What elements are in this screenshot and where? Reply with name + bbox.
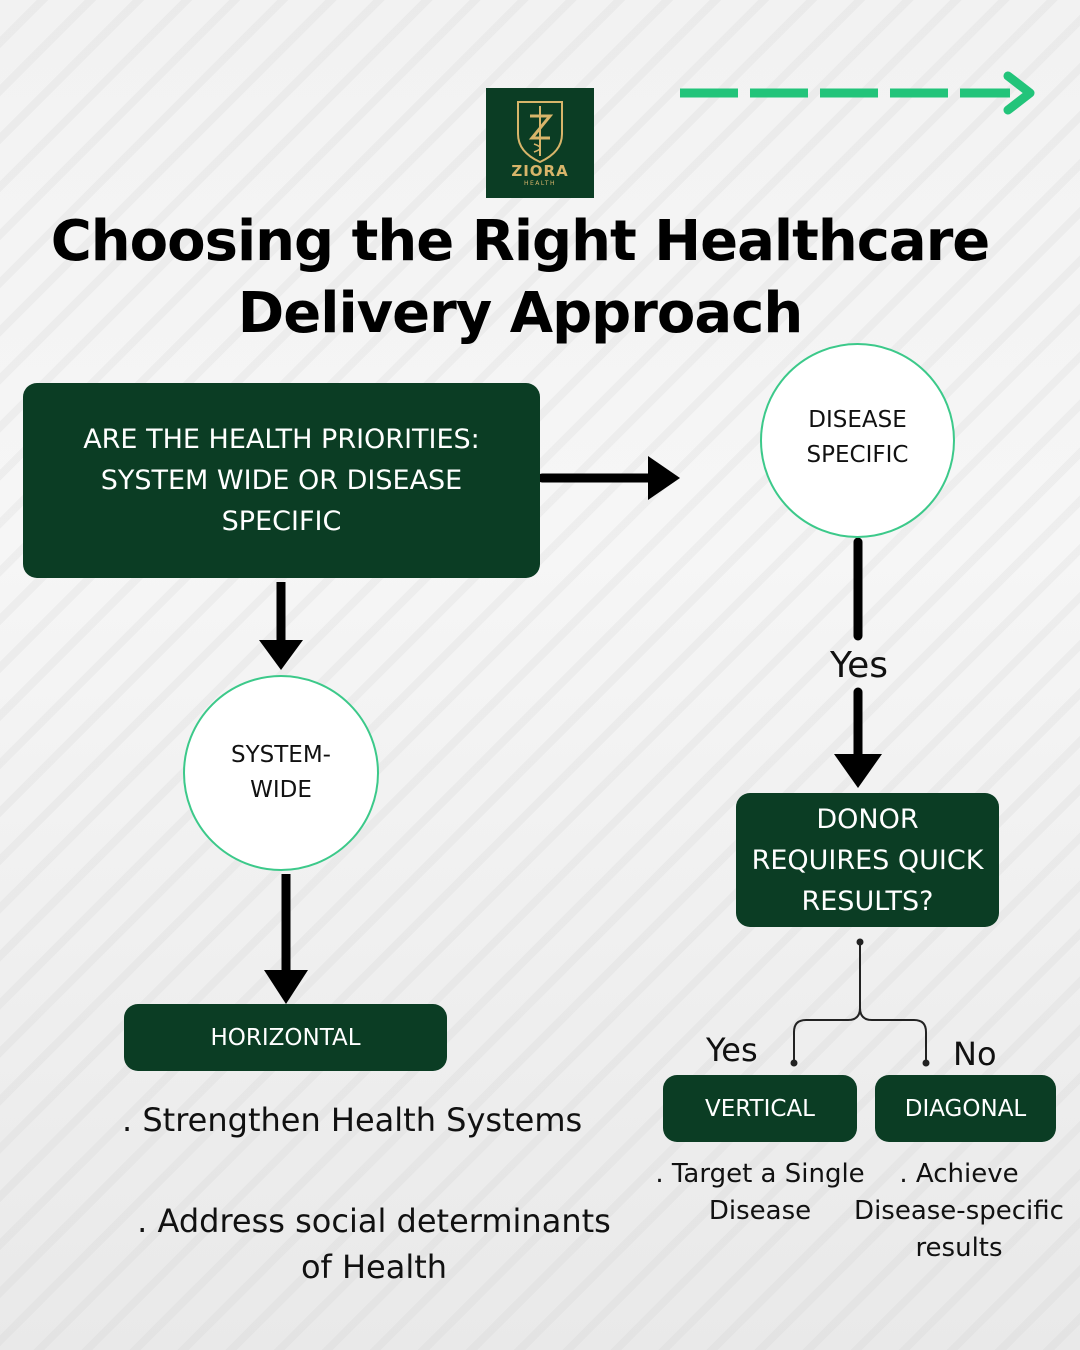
arrow-to-disease-specific: [537, 456, 680, 500]
arrow-to-donor-box: [834, 687, 882, 788]
branch-bracket: [790, 938, 930, 1067]
diagonal-box: DIAGONAL: [875, 1075, 1056, 1142]
vertical-points: . Target a Single Disease: [650, 1156, 870, 1230]
title-line-2: Delivery Approach: [237, 281, 803, 346]
disease-circle-line-1: DISEASE: [808, 406, 907, 433]
arrow-to-horizontal: [264, 874, 308, 1004]
donor-box-line-2: REQUIRES QUICK: [751, 844, 984, 876]
caduceus-shield-icon: [517, 101, 563, 164]
diagonal-point-line-1: . Achieve: [899, 1159, 1019, 1189]
horizontal-point-1: . Strengthen Health Systems: [122, 1101, 583, 1139]
system-circle-line-1: SYSTEM-: [231, 742, 331, 768]
system-wide-circle: SYSTEM- WIDE: [183, 675, 379, 871]
horizontal-box: HORIZONTAL: [124, 1004, 447, 1071]
logo-sub: HEALTH: [523, 180, 557, 187]
yes-label-disease: Yes: [829, 645, 889, 686]
system-circle-line-2: WIDE: [250, 777, 312, 803]
arrow-right-dashed-icon: [680, 71, 1035, 115]
donor-quick-results-box: DONOR REQUIRES QUICK RESULTS?: [736, 793, 999, 927]
disease-specific-circle: DISEASE SPECIFIC: [760, 343, 955, 538]
question-box-text: ARE THE HEALTH PRIORITIES: SYSTEM WIDE O…: [83, 424, 480, 537]
vertical-box-label: VERTICAL: [704, 1095, 815, 1122]
title-line-1: Choosing the Right Healthcare: [50, 209, 991, 274]
branch-no-label: No: [953, 1035, 997, 1073]
horizontal-point-2: . Address social determinants of Health: [100, 1198, 648, 1290]
diagonal-point-line-3: results: [915, 1233, 1003, 1263]
vertical-box: VERTICAL: [663, 1075, 857, 1142]
logo-name: ZIORA: [511, 162, 569, 180]
diagonal-box-label: DIAGONAL: [904, 1095, 1027, 1122]
question-box: ARE THE HEALTH PRIORITIES: SYSTEM WIDE O…: [23, 383, 540, 578]
horizontal-point-2-line-2: of Health: [300, 1248, 448, 1286]
branch-yes-label: Yes: [706, 1031, 758, 1069]
diagonal-point-line-2: Disease-specific: [854, 1196, 1064, 1226]
ziora-health-logo: ZIORA HEALTH: [486, 88, 594, 198]
horizontal-point-2-line-1: . Address social determinants: [137, 1202, 611, 1240]
arrow-to-system-wide: [259, 582, 303, 670]
diagonal-points: . Achieve Disease-specific results: [850, 1156, 1068, 1267]
disease-circle-line-2: SPECIFIC: [806, 441, 909, 468]
donor-box-line-1: DONOR: [816, 803, 919, 835]
vertical-point-line-2: Disease: [708, 1196, 812, 1226]
page-title: Choosing the Right Healthcare Delivery A…: [40, 206, 1000, 350]
donor-box-line-3: RESULTS?: [801, 885, 934, 917]
vertical-point-line-1: . Target a Single: [655, 1159, 865, 1189]
horizontal-box-label: HORIZONTAL: [210, 1024, 361, 1051]
